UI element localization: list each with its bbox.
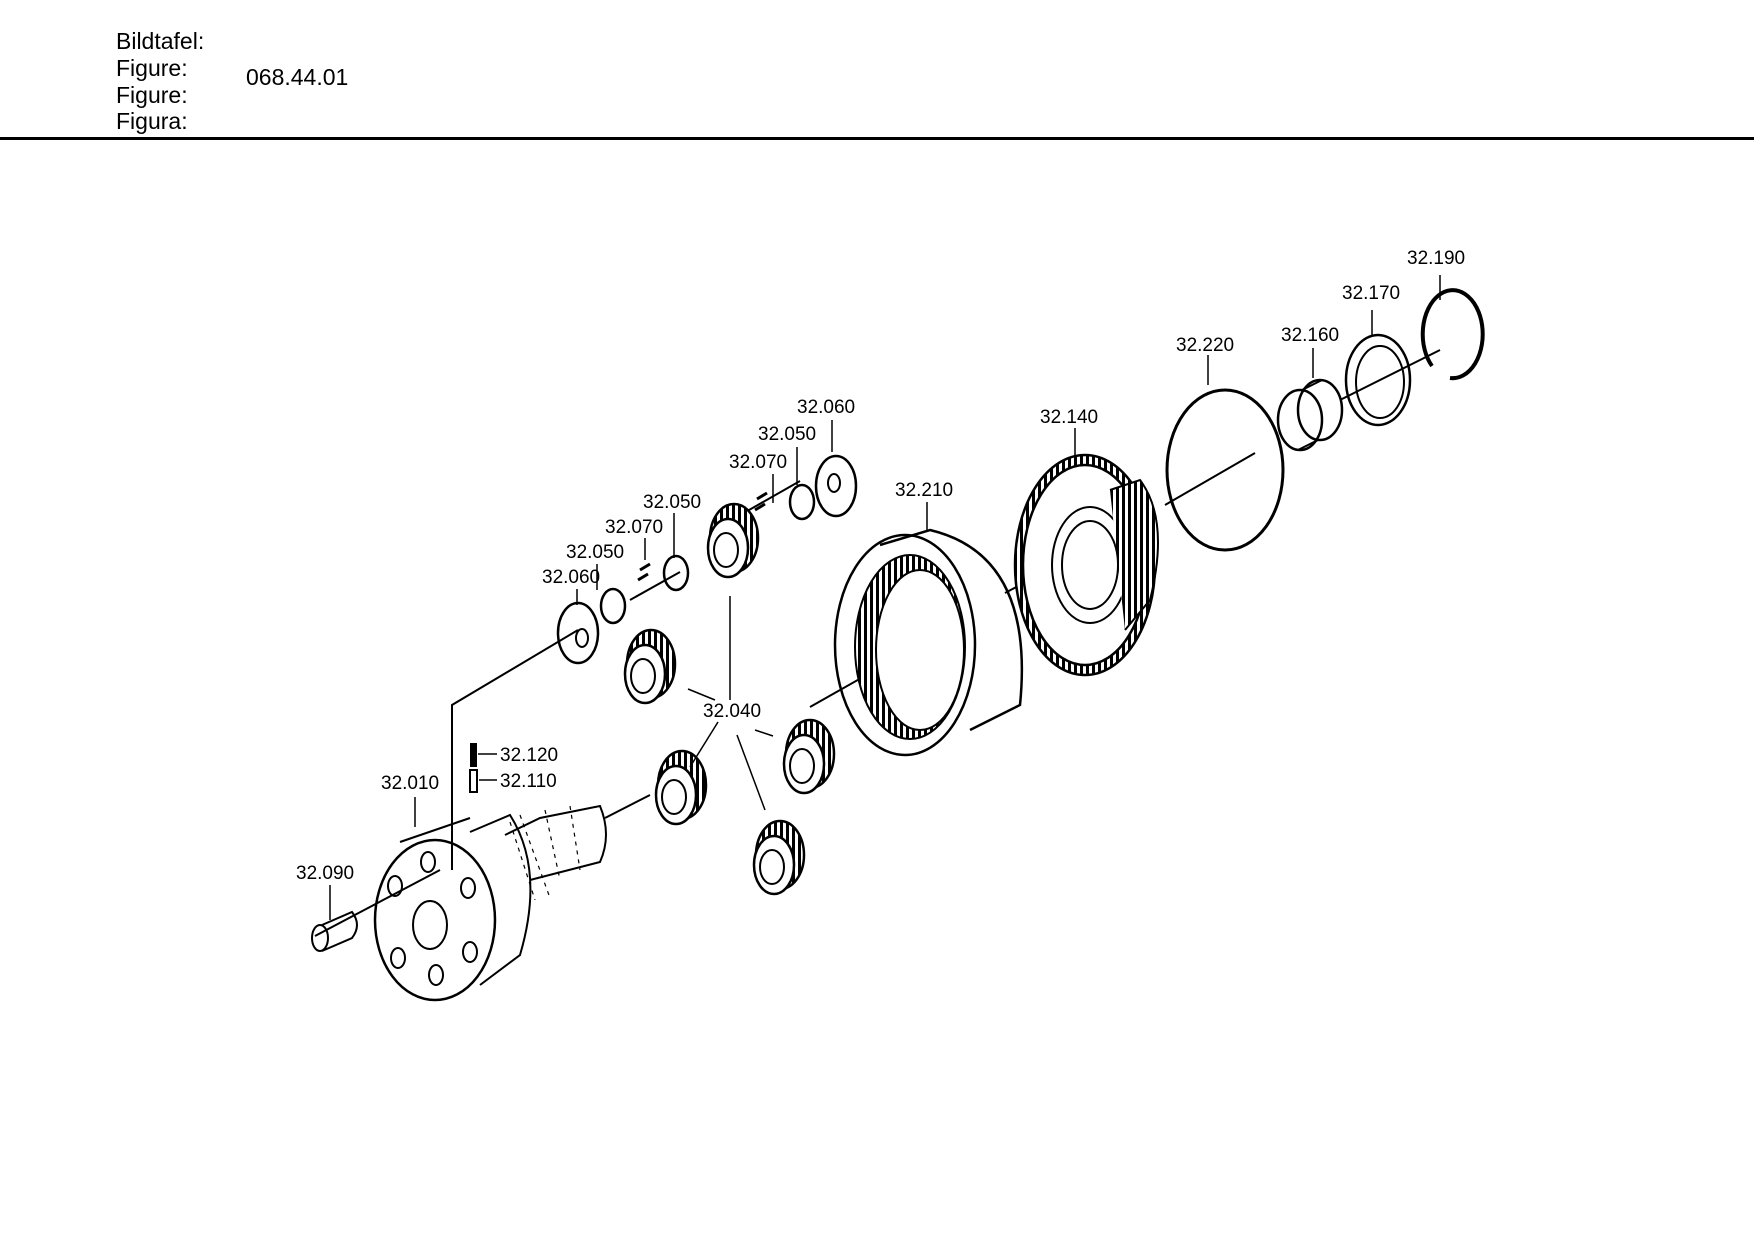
planet-gear-32040-e [752,819,806,896]
needle-pins-32070-left [637,562,651,582]
ring-gear-32210 [833,528,1024,757]
pin-32090 [311,910,358,952]
callout-32160: 32.160 [1281,325,1339,346]
ring-32050-c [788,483,816,521]
callout-32170: 32.170 [1342,283,1400,304]
callout-32070-left: 32.070 [605,517,663,538]
callout-32040: 32.040 [703,701,761,722]
callout-32090: 32.090 [296,863,354,884]
planet-gear-32040-d [654,749,708,826]
callout-32110: 32.110 [500,771,557,792]
callout-32140: 32.140 [1040,407,1098,428]
pin-32120 [470,743,477,767]
ring-32050-b [662,554,690,592]
pin-32110 [469,769,478,793]
leader-lines [329,275,1441,920]
planet-gear-32040-a [706,502,760,579]
needle-pins-32070-right [754,491,768,512]
callout-32070-right: 32.070 [729,452,787,473]
figure-number: 068.44.01 [246,64,349,90]
callout-32060-left: 32.060 [542,567,600,588]
header-label-figura: Figura: [116,108,188,134]
snap-ring-32190 [1420,288,1485,381]
thrust-washer-32060-left [556,601,600,665]
bush-32160 [1276,378,1344,452]
callout-32050-mid: 32.050 [643,492,701,513]
header-rule [0,137,1754,140]
planet-carrier-32010 [373,804,607,1002]
bearing-ring-32170 [1344,333,1412,427]
header-label-bildtafel: Bildtafel: [116,28,205,54]
callout-32210: 32.210 [895,480,953,501]
thrust-washer-32060-right [814,454,858,518]
callout-32190: 32.190 [1407,248,1465,269]
planet-gear-32040-b [623,628,677,705]
sun-gear-32140 [1013,453,1159,677]
callout-labels: 32.190 32.170 32.160 32.220 32.140 32.21… [296,248,1465,884]
header-label-figure-en: Figure: [116,55,188,81]
seal-ring-32220 [1165,388,1285,552]
planet-gear-32040-c [782,718,836,795]
callout-32050-left: 32.050 [566,542,624,563]
header-label-figure-fr: Figure: [116,82,188,108]
ring-32050-a [599,587,627,625]
callout-32120: 32.120 [500,745,558,766]
callout-32010: 32.010 [381,773,439,794]
callout-32050-right: 32.050 [758,424,816,445]
callout-32060-right: 32.060 [797,397,855,418]
callout-32220: 32.220 [1176,335,1234,356]
